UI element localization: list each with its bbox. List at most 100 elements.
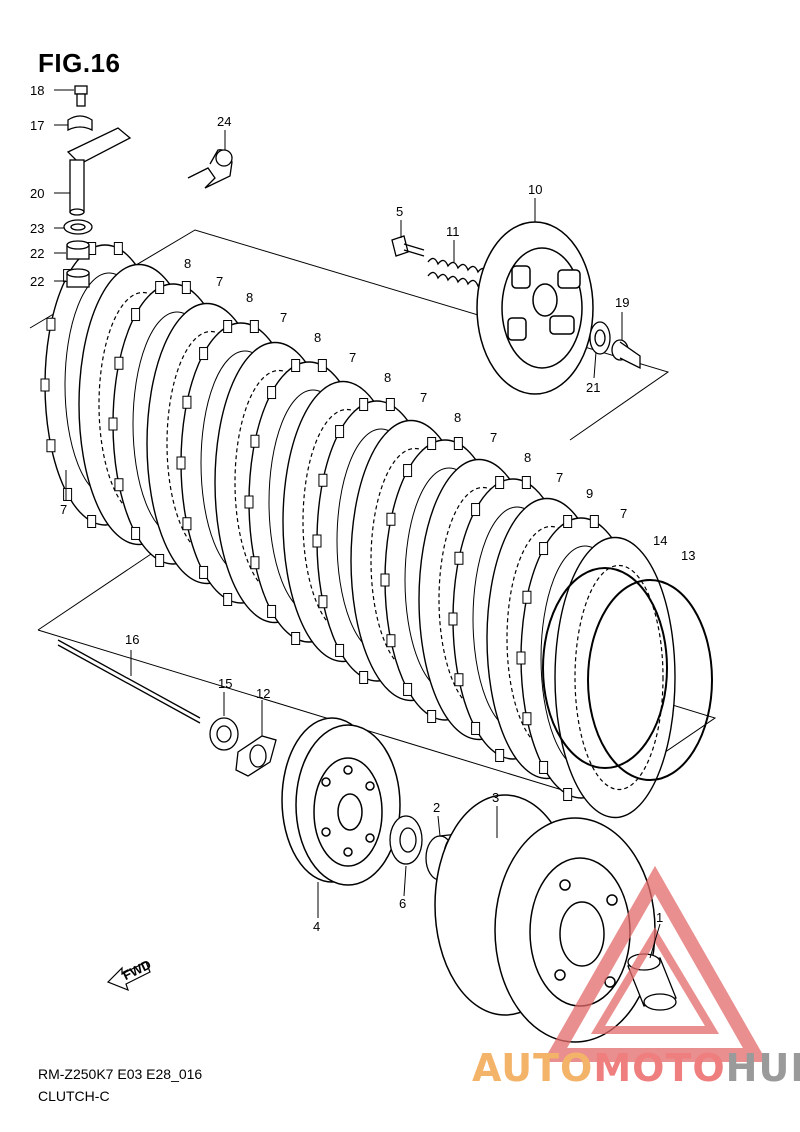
callout-7: 7 [349, 350, 356, 365]
plate-lug [427, 437, 437, 451]
callout-10: 10 [528, 182, 542, 197]
plate-lug [182, 395, 192, 409]
plate-lug [589, 515, 599, 529]
plate-lug [249, 320, 259, 334]
washer-12 [235, 735, 277, 777]
figure-title: FIG.16 [38, 48, 121, 78]
callout-14: 14 [653, 533, 667, 548]
plate-lug [563, 515, 573, 529]
callout-8: 8 [246, 290, 253, 305]
plate-lug [46, 317, 56, 331]
release-bolt-18 [74, 85, 88, 107]
wire-ring-13 [587, 579, 713, 781]
callout-9: 9 [586, 486, 593, 501]
callout-13: 13 [681, 548, 695, 563]
drive-plate [554, 536, 676, 819]
plate-lug [182, 517, 192, 531]
plate-lug [454, 673, 464, 687]
plate-lug [385, 398, 395, 412]
callout-20: 20 [30, 186, 44, 201]
plate-lug [521, 476, 531, 490]
plate-lug [380, 573, 390, 587]
plate-lug [223, 320, 233, 334]
callout-7: 7 [60, 502, 67, 517]
callout-19: 19 [615, 295, 629, 310]
callout-7: 7 [280, 310, 287, 325]
plate-lug [563, 787, 573, 801]
bearing-21 [589, 321, 611, 355]
plate-lug [250, 556, 260, 570]
wire-ring-14 [542, 567, 668, 769]
oil-seal-23 [63, 219, 93, 235]
callout-1: 1 [656, 910, 663, 925]
callout-8: 8 [524, 450, 531, 465]
bearing-22-a [66, 240, 90, 260]
plate-lug [244, 495, 254, 509]
plate-lug [403, 682, 413, 696]
callout-7: 7 [420, 390, 427, 405]
plate-lug [522, 590, 532, 604]
fwd-arrow-icon: FWD [106, 957, 153, 992]
callout-8: 8 [384, 370, 391, 385]
pressure-plate-10 [476, 221, 594, 395]
plate-lug [495, 476, 505, 490]
watermark-part-3: HUB [725, 1046, 800, 1090]
plate-lug [114, 356, 124, 370]
leader-lines [54, 89, 661, 959]
callout-4: 4 [313, 919, 320, 934]
clamp-17 [67, 115, 93, 132]
plate-lug [386, 634, 396, 648]
plate-lug [454, 551, 464, 565]
plate-lug [403, 464, 413, 478]
plate-lug [131, 526, 141, 540]
plate-lug [250, 434, 260, 448]
plate-lug [448, 612, 458, 626]
model-code: RM-Z250K7 E03 E28_016 [38, 1066, 203, 1082]
plate-lug [539, 760, 549, 774]
callout-17: 17 [30, 118, 44, 133]
release-shaft-20 [66, 127, 132, 216]
plate-lug [267, 386, 277, 400]
section-name: CLUTCH-C [38, 1088, 110, 1104]
plate-lug [335, 643, 345, 657]
plate-lug [453, 437, 463, 451]
watermark-text: AUTOMOTOHUB [472, 1046, 800, 1090]
callout-22: 22 [30, 274, 44, 289]
plate-lug [155, 281, 165, 295]
plate-lug [471, 503, 481, 517]
callout-7: 7 [556, 470, 563, 485]
plate-lug [199, 565, 209, 579]
sleeve-hub-4 [281, 717, 401, 886]
callout-5: 5 [396, 204, 403, 219]
plate-lug [223, 592, 233, 606]
clutch-plate-stack [40, 242, 713, 819]
watermark-part-1: AUTO [472, 1046, 594, 1090]
callout-21: 21 [586, 380, 600, 395]
bracket-24 [187, 149, 233, 189]
plate-lug [176, 456, 186, 470]
callout-11: 11 [446, 224, 460, 239]
bolt-5 [391, 235, 425, 257]
callout-16: 16 [125, 632, 139, 647]
callout-15: 15 [218, 676, 232, 691]
callout-22: 22 [30, 246, 44, 261]
spring-11 [427, 257, 489, 289]
callout-6: 6 [399, 896, 406, 911]
plate-lug [335, 425, 345, 439]
plate-lug [181, 281, 191, 295]
plate-lug [312, 534, 322, 548]
callout-12: 12 [256, 686, 270, 701]
callout-8: 8 [314, 330, 321, 345]
clutch-housing-3 [434, 794, 656, 1043]
watermark-part-2: MOTO [593, 1046, 726, 1090]
plate-lug [87, 514, 97, 528]
thrust-washer-6 [389, 815, 423, 865]
nut-15 [209, 717, 239, 751]
callout-2: 2 [433, 800, 440, 815]
push-piece-19 [611, 339, 641, 370]
callout-8: 8 [184, 256, 191, 271]
plate-lug [516, 651, 526, 665]
callout-7: 7 [620, 506, 627, 521]
plate-lug [471, 721, 481, 735]
callout-7: 7 [216, 274, 223, 289]
